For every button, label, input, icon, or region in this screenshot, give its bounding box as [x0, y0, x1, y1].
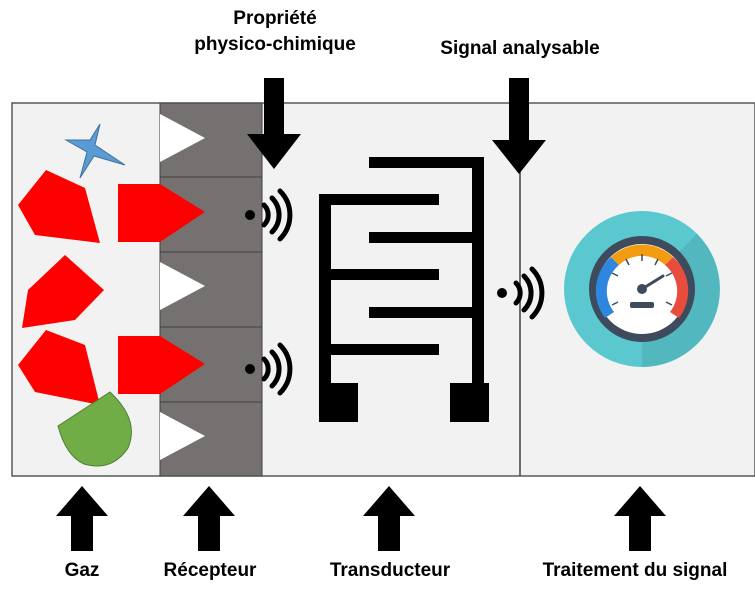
- gauge-icon: [564, 211, 720, 367]
- receptor-site: [160, 262, 205, 310]
- receptor-block: [159, 102, 263, 477]
- receptor-label: Récepteur: [163, 560, 257, 581]
- wave-icon: [497, 266, 545, 320]
- electrode-icon: [319, 157, 489, 422]
- gas-label: Gaz: [64, 560, 100, 581]
- transducer-label: Transducteur: [329, 560, 451, 581]
- property-label: Propriété physico-chimique: [170, 6, 380, 58]
- property-label-line2: physico-chimique: [194, 34, 356, 55]
- green-molecule: [57, 391, 132, 467]
- receptor-site: [160, 114, 205, 162]
- signal-label: Signal analysable: [440, 38, 600, 59]
- gas-molecule: [18, 330, 100, 405]
- star-icon: [64, 123, 126, 179]
- arrow-up-icon: [56, 486, 108, 551]
- receptor-site: [160, 412, 205, 460]
- gas-molecules: [18, 123, 205, 467]
- processing-label: Traitement du signal: [542, 560, 728, 581]
- arrow-up-icon: [183, 486, 235, 551]
- wave-icon: [245, 342, 293, 396]
- gas-molecule: [18, 170, 100, 243]
- property-label-line1: Propriété: [233, 8, 317, 29]
- gas-molecule-bound: [118, 336, 205, 394]
- gas-molecule-bound: [118, 184, 205, 242]
- arrow-up-icon: [614, 486, 666, 551]
- wave-icon: [245, 188, 293, 242]
- arrow-down-icon: [492, 78, 546, 174]
- arrow-down-icon: [247, 78, 301, 169]
- gas-molecule: [22, 255, 104, 328]
- arrow-up-icon: [363, 486, 415, 551]
